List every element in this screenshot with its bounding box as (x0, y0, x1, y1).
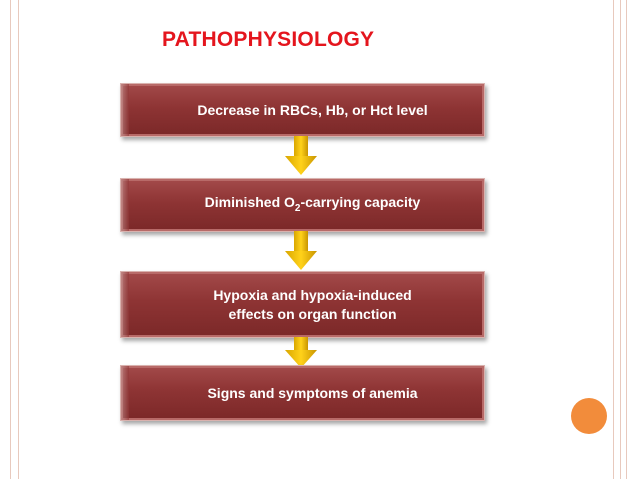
flow-step-diminished-o2: Diminished O2-carrying capacity (120, 178, 485, 232)
frame-line-right-outer (626, 0, 627, 479)
frame-line-right-middle (620, 0, 621, 479)
flow-step-label-subscript: 2 (294, 202, 301, 214)
frame-line-left-inner (18, 0, 19, 479)
flow-step-label-line2: effects on organ function (228, 305, 397, 322)
frame-line-left-outer (10, 0, 11, 479)
frame-line-right-inner (613, 0, 614, 479)
flow-step-label: Signs and symptoms of anemia (207, 384, 418, 401)
flow-step-hypoxia: Hypoxia and hypoxia-induced effects on o… (120, 271, 485, 338)
flow-step-label: Decrease in RBCs, Hb, or Hct level (197, 101, 428, 118)
down-arrow-icon (283, 337, 319, 369)
flow-step-label-line1: Hypoxia and hypoxia-induced (213, 286, 412, 303)
flow-step-label: Hypoxia and hypoxia-induced effects on o… (193, 286, 411, 324)
flow-step-decrease-rbc: Decrease in RBCs, Hb, or Hct level (120, 83, 485, 137)
flow-step-label-suffix: -carrying capacity (300, 193, 421, 210)
flow-step-label-prefix: Diminished O (204, 193, 295, 210)
down-arrow-icon (283, 136, 319, 176)
slide-title: PATHOPHYSIOLOGY (162, 28, 375, 51)
flow-step-label: Diminished O2-carrying capacity (185, 193, 421, 218)
down-arrow-icon (283, 231, 319, 271)
accent-circle (571, 398, 607, 434)
flow-step-signs-symptoms: Signs and symptoms of anemia (120, 365, 485, 421)
